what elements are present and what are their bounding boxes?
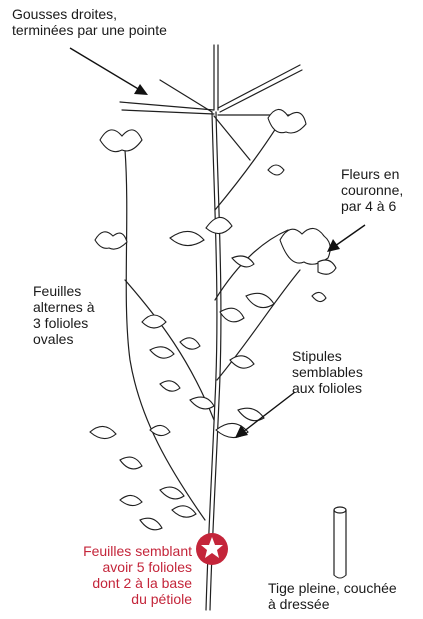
label-flowers: Fleurs en couronne, par 4 à 6 — [341, 166, 403, 214]
stem-sample — [334, 507, 346, 578]
flower-clusters — [95, 109, 336, 301]
label-five-leaflets: Feuilles semblant avoir 5 folioles dont … — [20, 543, 192, 607]
label-leaves: Feuilles alternes à 3 folioles ovales — [33, 283, 94, 347]
label-pods: Gousses droites, terminées par une point… — [12, 6, 167, 38]
pods — [120, 45, 302, 160]
star-badge-icon — [196, 533, 228, 565]
leaves — [90, 217, 274, 529]
label-stem: Tige pleine, couchée à dressée — [268, 580, 397, 612]
label-stipules: Stipules semblables aux folioles — [292, 348, 363, 396]
